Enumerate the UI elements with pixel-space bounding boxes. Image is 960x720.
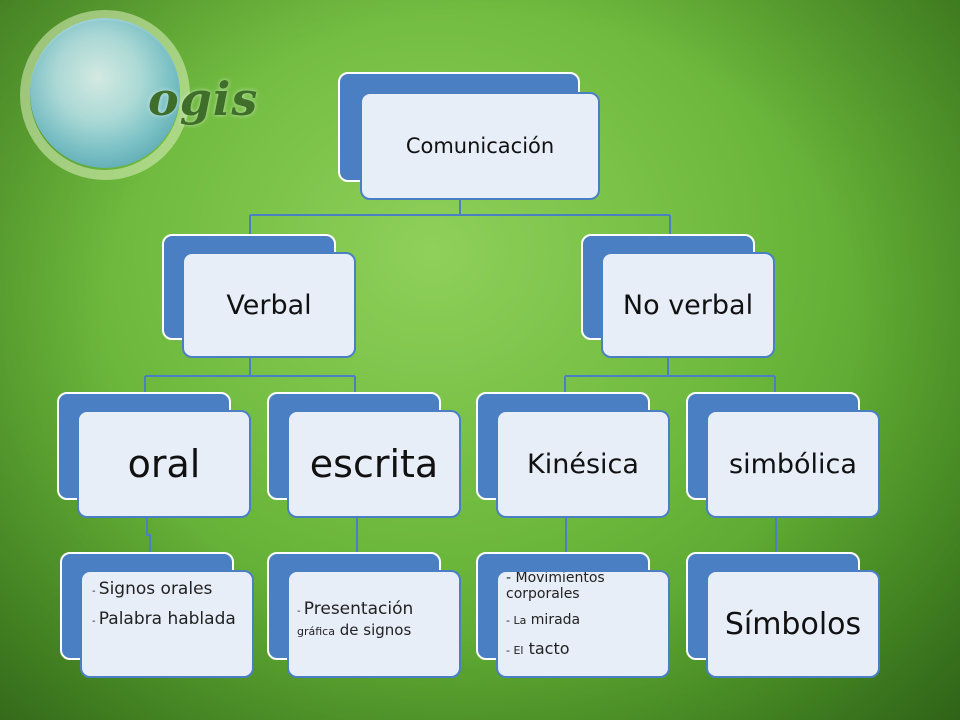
- list-item: - Signos orales: [92, 579, 213, 599]
- list-item: - Movimientos corporales: [506, 570, 605, 603]
- logo-ring: [20, 10, 190, 180]
- logo-text: ogis: [148, 72, 259, 126]
- connector-noverbal-children: [564, 358, 776, 392]
- logo: ogis: [20, 10, 257, 180]
- list-item-continued: gráfica de signos: [297, 620, 412, 639]
- node-label: escrita: [287, 410, 461, 518]
- node-kinesica: Kinésica: [476, 392, 670, 518]
- connector-root-children: [249, 200, 671, 235]
- node-kinesica-items: - Movimientos corporales - La mirada - E…: [476, 552, 670, 678]
- node-comunicacion: Comunicación: [338, 72, 600, 200]
- node-label: oral: [77, 410, 251, 518]
- node-label: Verbal: [182, 252, 356, 358]
- node-verbal: Verbal: [162, 234, 356, 358]
- node-simbolica: simbólica: [686, 392, 880, 518]
- list-item: - Palabra hablada: [92, 608, 236, 629]
- node-label: No verbal: [601, 252, 775, 358]
- node-label: simbólica: [706, 410, 880, 518]
- connector-oral-items: [146, 518, 151, 552]
- node-no-verbal: No verbal: [581, 234, 775, 358]
- list-item: - Presentación: [297, 599, 414, 619]
- list-item: - El tacto: [506, 639, 570, 659]
- list-item: - La mirada: [506, 612, 581, 629]
- node-oral: oral: [57, 392, 251, 518]
- node-label: Símbolos: [706, 570, 880, 678]
- node-escrita-items: - Presentación gráfica de signos: [267, 552, 461, 678]
- node-label: Comunicación: [360, 92, 600, 200]
- node-escrita: escrita: [267, 392, 461, 518]
- connector-verbal-children: [144, 358, 356, 392]
- node-simbolos: Símbolos: [686, 552, 880, 678]
- globe-icon: [30, 18, 180, 168]
- node-label: Kinésica: [496, 410, 670, 518]
- node-oral-items: - Signos orales - Palabra hablada: [60, 552, 254, 678]
